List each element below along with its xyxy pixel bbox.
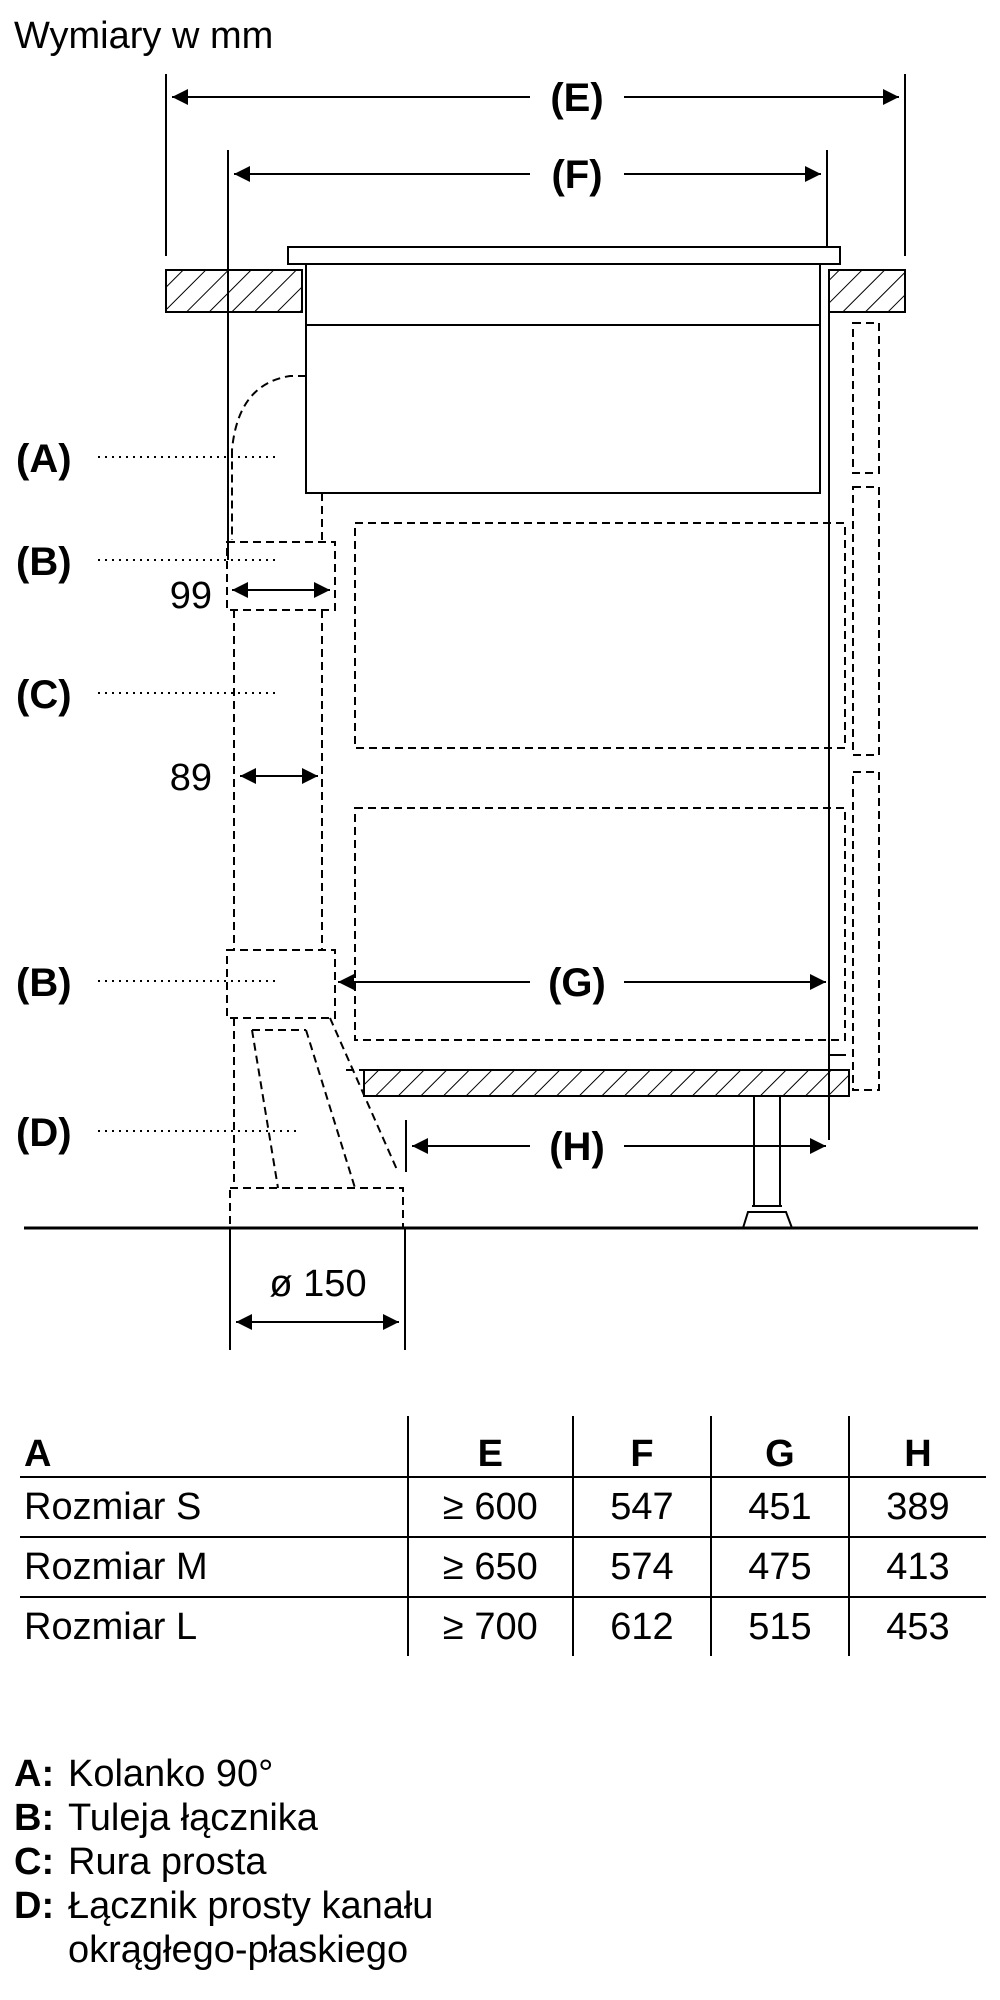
bottom-shelf	[363, 1069, 850, 1097]
callout-c-label: (C)	[16, 673, 72, 717]
dimension-diameter-label: ø 150	[269, 1263, 366, 1305]
dimension-g-label: (G)	[548, 961, 606, 1005]
legend-text: Łącznik prosty kanału okrągłego-płaskieg…	[68, 1885, 434, 1971]
legend-item: A: Kolanko 90°	[14, 1752, 433, 1796]
callout-a-label: (A)	[16, 437, 72, 481]
worktop-left	[165, 269, 303, 313]
dimension-99: 99	[170, 575, 330, 617]
table-cell: 612	[571, 1597, 711, 1656]
dimension-h: (H)	[405, 1120, 826, 1172]
callout-b-bottom-label: (B)	[16, 961, 72, 1005]
table-cell: 515	[709, 1597, 849, 1656]
dimension-h-label: (H)	[549, 1125, 605, 1169]
duct-system	[226, 375, 404, 1229]
table-cell: 451	[709, 1477, 849, 1538]
dimension-diameter: ø 150	[229, 1228, 406, 1350]
callout-d-label: (D)	[16, 1111, 72, 1155]
hob	[287, 246, 841, 494]
callout-d: (D)	[16, 1111, 300, 1155]
dimension-g: (G)	[338, 961, 826, 1005]
callout-a: (A)	[16, 437, 278, 481]
worktop-right	[828, 269, 906, 313]
table-header-row: A E F G H	[20, 1416, 986, 1478]
legend-key: D:	[14, 1885, 55, 1927]
table-header: A	[20, 1416, 408, 1478]
units-note: Wymiary w mm	[14, 15, 273, 57]
table-cell: Rozmiar L	[24, 1605, 198, 1648]
table-cell: ≥ 700	[406, 1597, 573, 1656]
legend-text: Tuleja łącznika	[68, 1797, 318, 1839]
drawers	[354, 322, 880, 1091]
plinth-leg	[741, 1095, 794, 1229]
legend-text: Rura prosta	[68, 1841, 267, 1883]
table-header: H	[847, 1416, 986, 1478]
table-cell: 413	[847, 1537, 986, 1598]
legend-item: B: Tuleja łącznika	[14, 1796, 433, 1840]
table-cell: Rozmiar S	[20, 1477, 408, 1538]
table-cell: 574	[571, 1537, 711, 1598]
legend-text: Kolanko 90°	[68, 1753, 274, 1795]
table-header: F	[571, 1416, 711, 1478]
table-cell: Rozmiar M	[20, 1537, 408, 1598]
table-row: Rozmiar M ≥ 650 574 475 413	[20, 1537, 986, 1598]
table-cell: 475	[709, 1537, 849, 1598]
legend-key: B:	[14, 1797, 55, 1839]
table-cell: 453	[847, 1597, 986, 1656]
callout-c: (C)	[16, 673, 278, 717]
table-cell: ≥ 600	[406, 1477, 573, 1538]
dimension-f: (F)	[227, 150, 828, 560]
dimensions-table: A E F G H Rozmiar S ≥ 600 547 451 389 Ro…	[20, 1416, 986, 1656]
legend-item: D: Łącznik prosty kanału okrągłego-płask…	[14, 1884, 433, 1972]
dimension-e-label: (E)	[550, 76, 603, 120]
legend-key: A:	[14, 1753, 55, 1795]
dimension-e: (E)	[165, 74, 906, 256]
table-cell: 547	[571, 1477, 711, 1538]
dimension-89-label: 89	[170, 757, 212, 799]
dimension-f-label: (F)	[551, 153, 602, 197]
table-header: G	[709, 1416, 849, 1478]
legend-key: C:	[14, 1841, 55, 1883]
legend-item: C: Rura prosta	[14, 1840, 433, 1884]
table-cell: ≥ 650	[406, 1537, 573, 1598]
table-header: E	[406, 1416, 573, 1478]
dimension-99-label: 99	[170, 575, 212, 617]
callout-b-top: (B)	[16, 540, 278, 584]
legend: A: Kolanko 90° B: Tuleja łącznika C: Rur…	[14, 1752, 433, 1972]
table-row: Rozmiar S ≥ 600 547 451 389	[20, 1477, 986, 1538]
callout-b-top-label: (B)	[16, 540, 72, 584]
table-row: Rozmiar L ≥ 700 612 515 453	[20, 1597, 986, 1656]
installation-diagram: Wymiary w mm (E) (F)	[14, 15, 978, 1350]
dimension-89: 89	[170, 757, 318, 799]
callout-b-bottom: (B)	[16, 961, 278, 1005]
table-cell: 389	[847, 1477, 986, 1538]
